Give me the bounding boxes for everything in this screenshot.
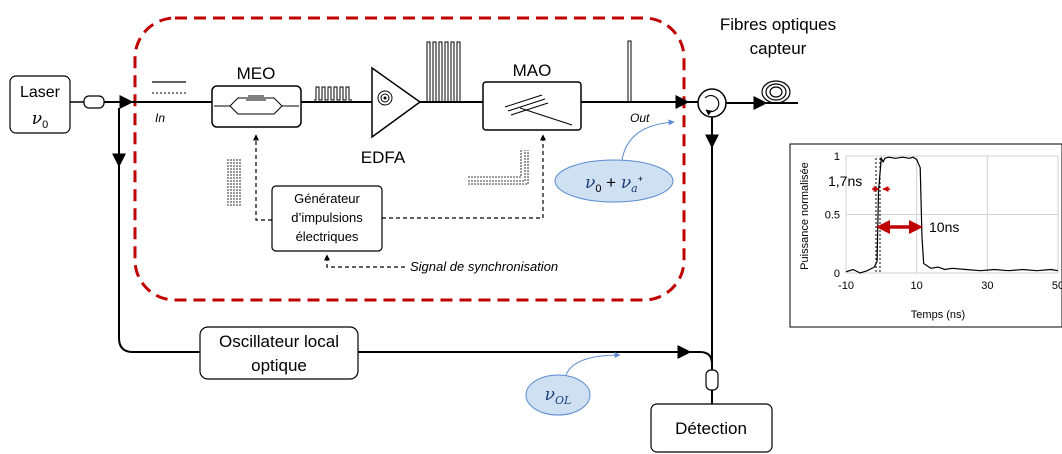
meo-modulator: MEO	[211, 64, 302, 128]
chart-x-tick-label: 30	[981, 280, 993, 292]
control-lines	[253, 134, 546, 268]
svg-text:ν0: ν0	[32, 109, 48, 131]
laser-freq: ν	[32, 109, 42, 129]
detection-label: Détection	[675, 419, 747, 438]
chart-series-line	[845, 156, 1059, 274]
chart-x-tick-label: -10	[838, 280, 854, 292]
electrical-pulse-icon	[227, 150, 529, 206]
mao-modulator: MAO	[482, 61, 582, 131]
chart-grid	[845, 155, 1059, 274]
sync-signal-label: Signal de synchronisation	[410, 259, 558, 274]
coupler-input	[83, 95, 105, 109]
fiber-sensor-line2: capteur	[750, 39, 807, 58]
meo-label: MEO	[237, 64, 276, 83]
svg-text:ν0 + νa+: ν0 + νa+	[585, 173, 643, 195]
modulation-block-frame	[133, 16, 686, 302]
coupler-detection	[705, 369, 719, 391]
output-pulse-icon	[604, 40, 664, 103]
pulse-gen-line2: d’impulsions	[291, 210, 363, 225]
pulse-gen-line1: Générateur	[294, 191, 360, 206]
chart-x-label: Temps (ns)	[911, 309, 965, 321]
lo-line2: optique	[251, 356, 307, 375]
chart-x-tick-label: 10	[911, 280, 923, 292]
bubble-lo-frequency: νOL	[525, 352, 621, 416]
lo-line1: Oscillateur local	[219, 332, 339, 351]
chart-annotation-10ns: 10ns	[929, 219, 959, 235]
local-oscillator: Oscillateur local optique	[199, 326, 359, 380]
chart-y-tick-label: 0	[834, 268, 840, 280]
pulse-profile-chart: -10 10 30 50 0 0.5 1 Temps (ns) Puissance norm…	[789, 143, 1062, 328]
svg-text:νOL: νOL	[545, 385, 572, 407]
output-label: Out	[630, 111, 650, 125]
bubble-output-frequency: ν0 + νa+	[554, 119, 675, 203]
chart-ticks: -10 10 30 50 0 0.5 1	[825, 151, 1062, 292]
fiber-coil-icon	[761, 80, 791, 104]
chart-y-label: Puissance normalisée	[799, 162, 811, 270]
laser-source: Laser ν0	[9, 75, 71, 134]
mao-label: MAO	[513, 61, 552, 80]
input-cw-signal-icon	[152, 81, 186, 94]
edfa-amplifier: EDFA	[361, 66, 422, 167]
input-label: In	[155, 111, 165, 125]
chart-y-tick-label: 0.5	[825, 210, 840, 222]
circulator	[697, 88, 727, 118]
pulse-generator: Générateur d’impulsions électriques	[271, 185, 383, 252]
detection-block: Détection	[650, 403, 773, 453]
edfa-label: EDFA	[361, 148, 406, 167]
chart-annotation-17ns: 1,7ns	[828, 173, 862, 189]
laser-label: Laser	[20, 84, 61, 101]
chart-y-tick-label: 1	[834, 151, 840, 163]
pulse-gen-line3: électriques	[296, 229, 359, 244]
pulse-train-icon	[314, 86, 352, 101]
chart-x-tick-label: 50	[1052, 280, 1062, 292]
amplified-pulses-icon	[425, 41, 462, 103]
fiber-sensor-line1: Fibres optiques	[720, 15, 836, 34]
lo-branch-path	[118, 108, 200, 353]
